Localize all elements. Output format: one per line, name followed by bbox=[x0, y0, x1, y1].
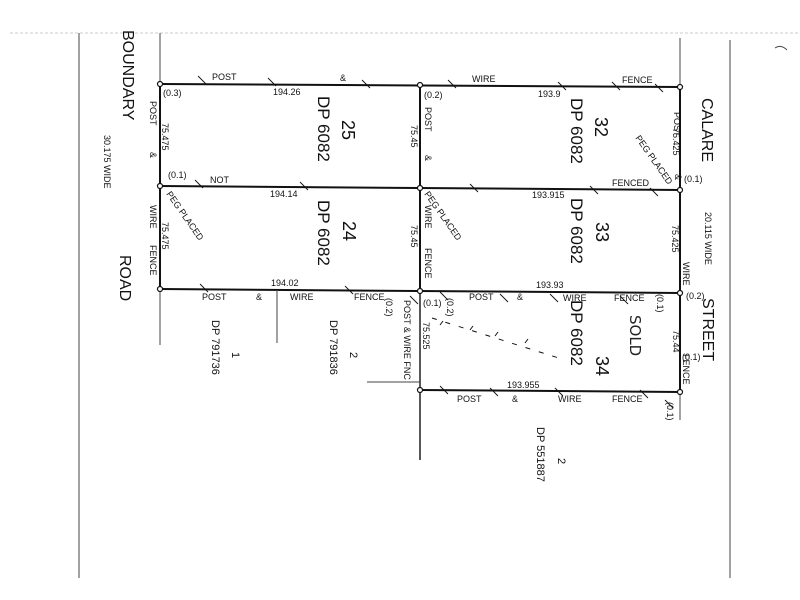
lot-33-number: 33 bbox=[592, 222, 612, 242]
lot-32-number: 32 bbox=[591, 117, 611, 137]
lot-34-number: 34 bbox=[592, 356, 612, 376]
fence-note-post: POST bbox=[423, 107, 433, 132]
boundary-lot34-bottom bbox=[419, 389, 681, 393]
fence-note-fence: FENCE bbox=[622, 75, 653, 85]
fence-note-and: & bbox=[517, 292, 523, 302]
lot-24-dp: DP 6082 bbox=[314, 200, 333, 266]
dim-mid-right: 193.915 bbox=[532, 190, 565, 200]
dim-right-upper: 75.425 bbox=[671, 128, 681, 156]
dim-left-upper: 75.475 bbox=[160, 123, 170, 151]
fence-note-and: & bbox=[673, 174, 683, 180]
dashed-fence-marks bbox=[439, 320, 529, 344]
fence-note-post: POST bbox=[672, 112, 682, 137]
adjacent-lot-3-dp: DP 551887 bbox=[534, 427, 546, 482]
offset-label: (0.2) bbox=[424, 90, 443, 100]
dim-top-left: 194.26 bbox=[273, 87, 301, 97]
fence-note-post: POST bbox=[148, 101, 158, 126]
pin bbox=[156, 285, 164, 293]
dim-top-right: 193.9 bbox=[538, 89, 561, 99]
dim-left-lower: 75.475 bbox=[160, 222, 170, 250]
lot-33-dp: DP 6082 bbox=[567, 198, 586, 264]
adjacent-lot-1-number: 1 bbox=[229, 352, 241, 358]
pin bbox=[676, 289, 684, 297]
fence-note-fence: FENCE bbox=[148, 245, 158, 276]
fence-note-wire: WIRE bbox=[472, 74, 496, 84]
adjacent-lot-1-dp: DP 791736 bbox=[209, 320, 221, 375]
offset-label: (0.1) bbox=[423, 298, 442, 308]
fence-note-wire: WIRE bbox=[148, 205, 158, 229]
fence-note-and: & bbox=[256, 292, 262, 302]
fence-note-post: POST bbox=[202, 292, 227, 302]
adjacent-lot-2-number: 2 bbox=[347, 352, 359, 358]
pin bbox=[676, 186, 684, 194]
fence-note-wire: WIRE bbox=[423, 205, 433, 229]
dim-centre-lower: 75.45 bbox=[409, 225, 419, 248]
pin bbox=[416, 184, 424, 192]
offset-label: (0.1) bbox=[665, 402, 675, 421]
dim-centre-upper: 75.45 bbox=[409, 125, 419, 148]
offset-label: (0.2) bbox=[384, 298, 394, 317]
offset-label: (0.1) bbox=[168, 170, 187, 180]
fence-note-and: & bbox=[423, 155, 433, 161]
pin bbox=[416, 287, 424, 295]
dim-right-lower: 75.44 bbox=[671, 330, 681, 353]
lot-25-dp: DP 6082 bbox=[314, 96, 333, 162]
lot-34-dp: DP 6082 bbox=[567, 300, 586, 366]
offset-label: (0.2) bbox=[686, 291, 705, 301]
fence-note-wire: WIRE bbox=[563, 293, 587, 303]
fence-note-post: POST bbox=[457, 394, 482, 404]
dashed-fence-line bbox=[431, 317, 566, 361]
adjacent-lot-2-dp: DP 791836 bbox=[327, 320, 339, 375]
fence-note-post: POST bbox=[212, 72, 237, 82]
offset-label: (0.1) bbox=[682, 352, 701, 362]
calare-street-label-1: CALARE bbox=[698, 98, 715, 162]
calare-street-width: 20.115 WIDE bbox=[703, 212, 713, 265]
fence-note-fence: FENCE bbox=[354, 292, 385, 302]
dim-lot34-left: 75.525 bbox=[421, 322, 431, 350]
pin bbox=[676, 388, 684, 396]
lot-24-number: 24 bbox=[339, 221, 359, 241]
pin bbox=[156, 80, 164, 88]
fence-note-fence: FENCE bbox=[423, 248, 433, 279]
fence-hatching bbox=[194, 75, 674, 409]
fence-note-fence: FENCE bbox=[614, 293, 645, 303]
fence-note-post: POST bbox=[469, 292, 494, 302]
dim-lot34-bottom: 193.955 bbox=[507, 380, 540, 390]
fence-note-not: NOT bbox=[210, 175, 230, 185]
pin bbox=[416, 386, 424, 394]
pin bbox=[416, 81, 424, 89]
offset-label: (0.3) bbox=[163, 88, 182, 98]
scan-mark bbox=[774, 45, 788, 51]
dim-bottom-right: 193.93 bbox=[536, 280, 564, 290]
fence-note-and: & bbox=[340, 73, 346, 83]
fence-note-and: & bbox=[512, 394, 518, 404]
calare-street-label-2: STREET bbox=[699, 298, 716, 361]
lot-34-sold-note: SOLD bbox=[626, 315, 644, 356]
fence-note-wire: WIRE bbox=[681, 262, 691, 286]
offset-label: (0.1) bbox=[684, 174, 703, 184]
boundary-road-label-1: BOUNDARY bbox=[119, 30, 136, 121]
adjacent-lot-3-number: 2 bbox=[555, 458, 567, 464]
survey-pins bbox=[156, 80, 684, 396]
lot-32-dp: DP 6082 bbox=[567, 98, 586, 164]
offset-label: (0.1) bbox=[655, 294, 665, 313]
pin bbox=[156, 182, 164, 190]
fence-note-wire: WIRE bbox=[290, 292, 314, 302]
boundary-road-width: 30.175 WIDE bbox=[102, 135, 112, 189]
dim-mid-left: 194.14 bbox=[270, 189, 298, 199]
fence-note-wire: WIRE bbox=[558, 394, 582, 404]
fence-note-and: & bbox=[148, 152, 158, 158]
boundary-road-label-2: ROAD bbox=[116, 255, 133, 301]
dim-right-middle: 75.425 bbox=[670, 225, 680, 253]
fence-note-post-wire-fnc: POST & WIRE FNC bbox=[402, 300, 412, 380]
fence-note-fence: FENCE bbox=[681, 354, 691, 385]
fence-note-fenced: FENCED bbox=[612, 178, 650, 188]
dim-bottom-left: 194.02 bbox=[271, 278, 299, 288]
fence-note-fence: FENCE bbox=[612, 394, 643, 404]
offset-label: (0.2) bbox=[445, 298, 455, 317]
pin bbox=[676, 83, 684, 91]
lot-25-number: 25 bbox=[338, 120, 358, 140]
